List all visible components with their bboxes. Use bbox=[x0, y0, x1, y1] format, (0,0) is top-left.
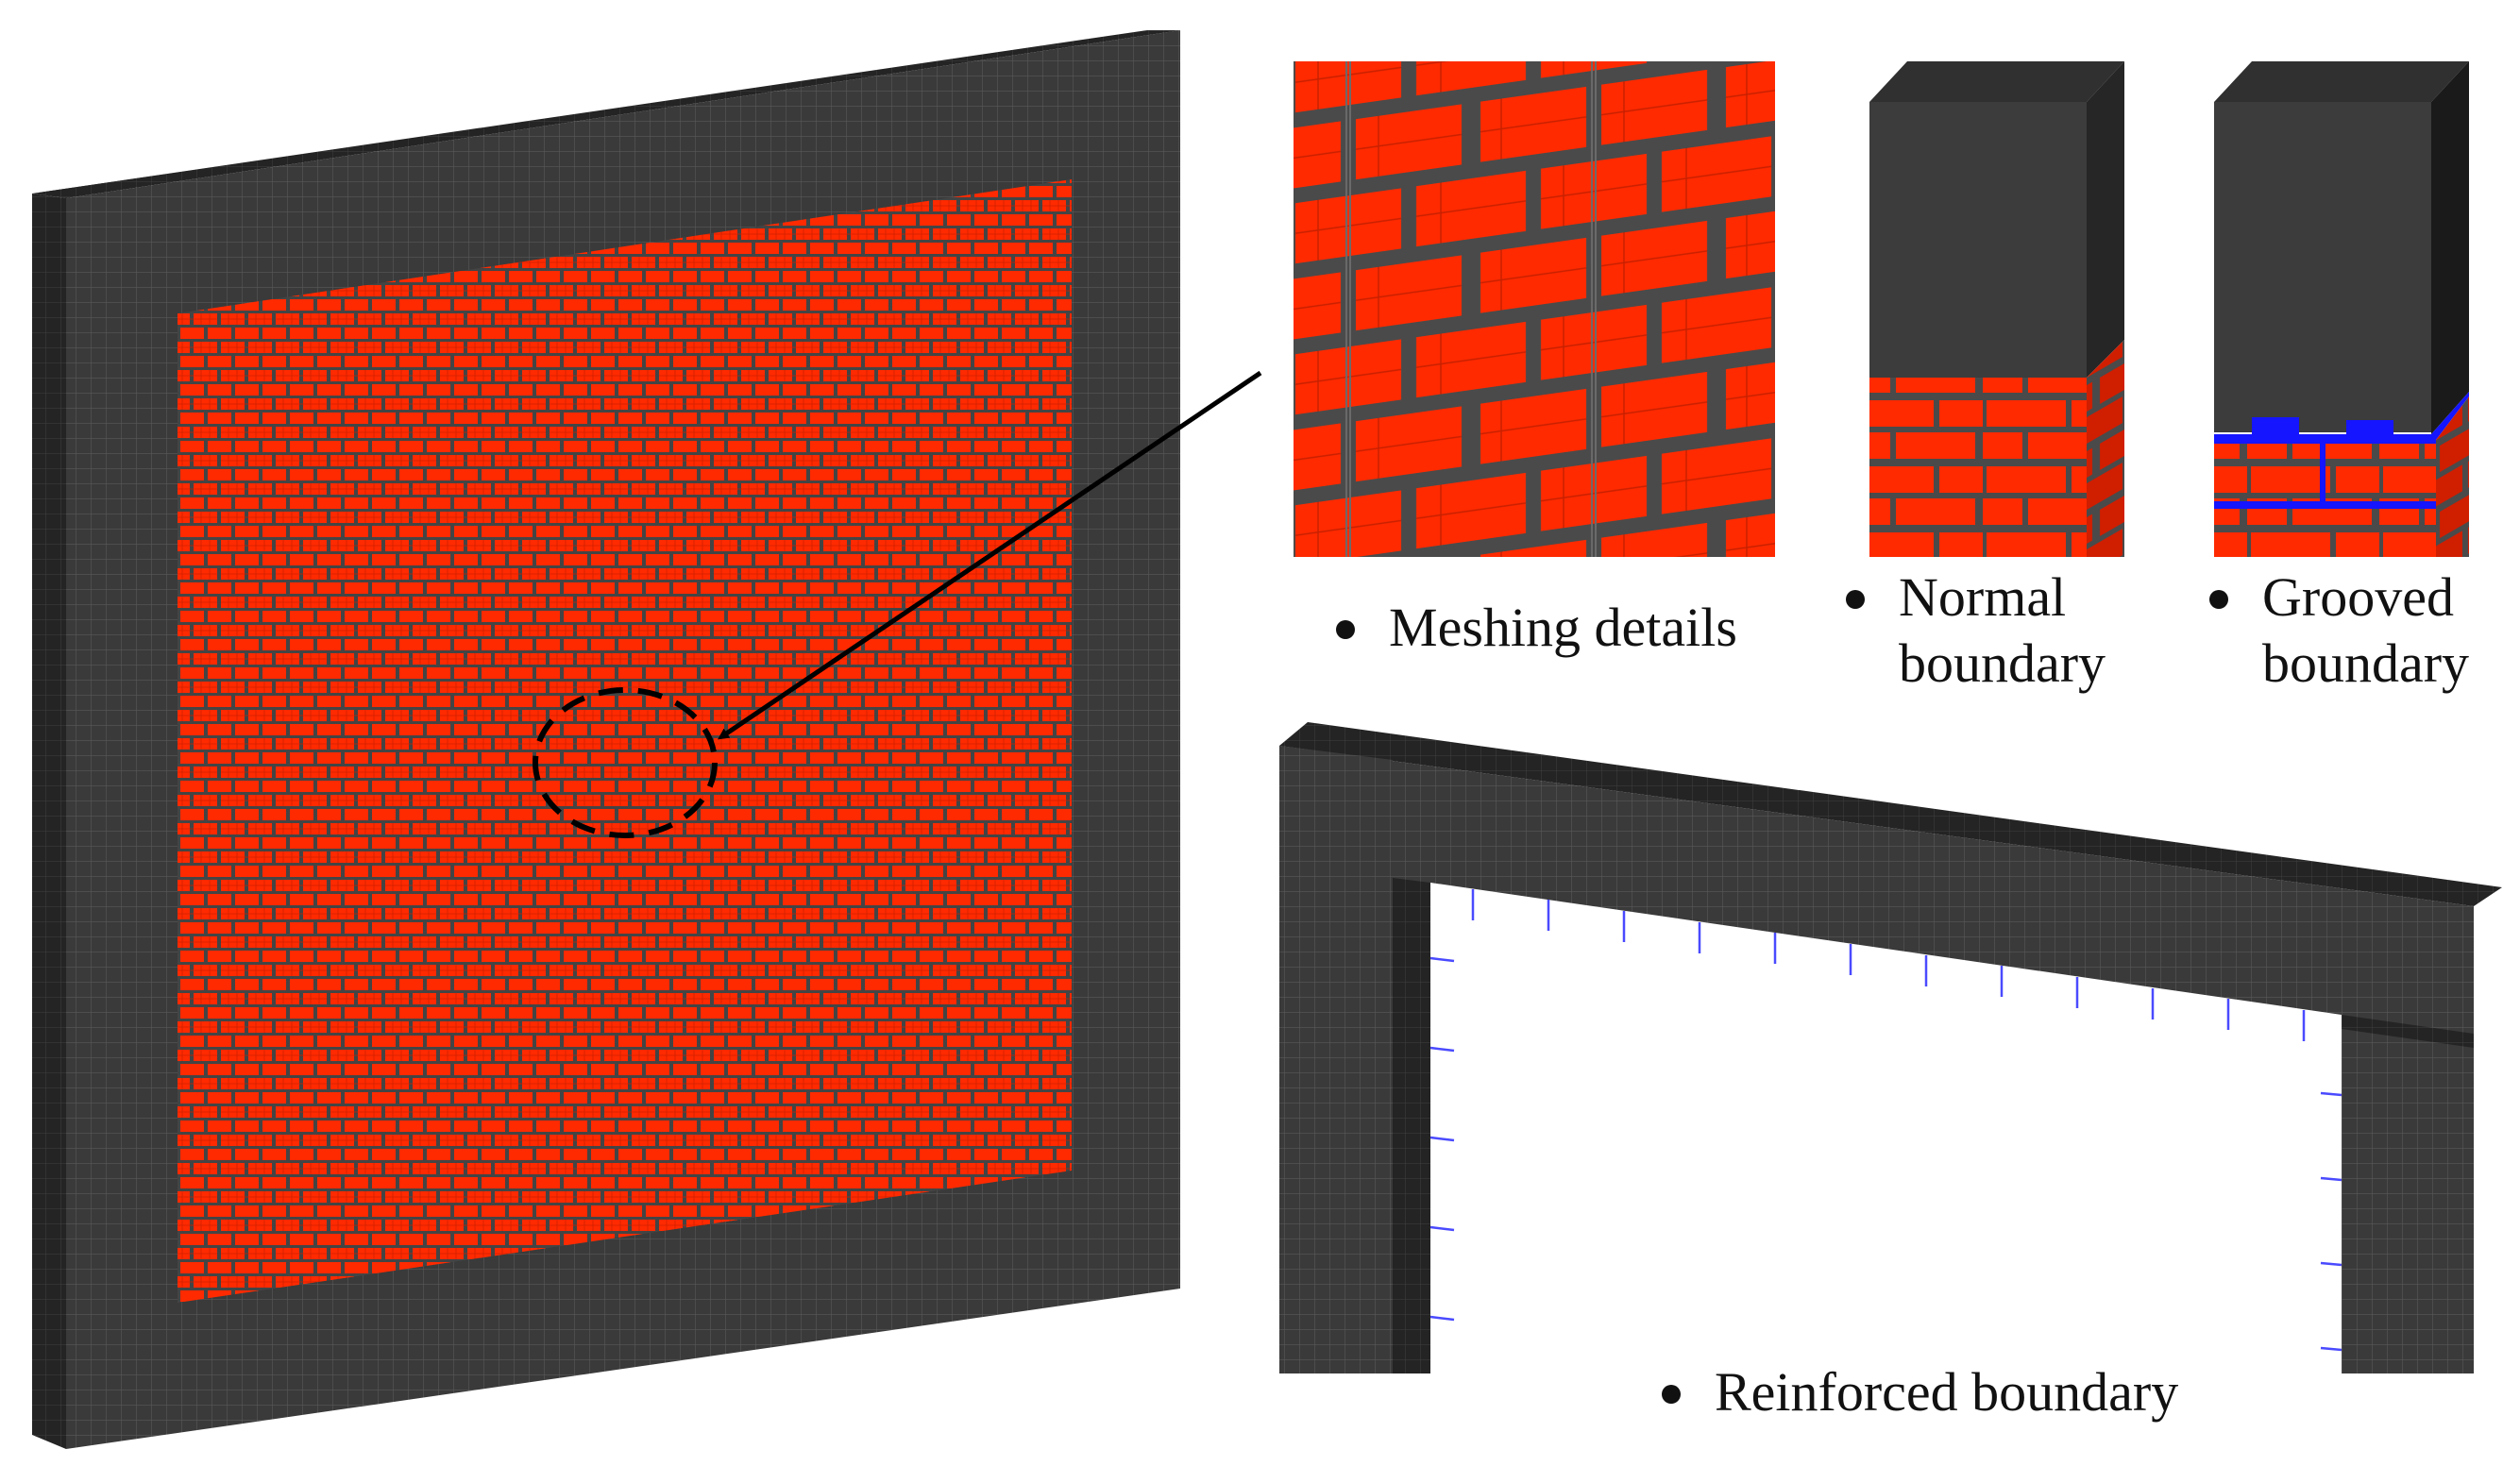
arrow-icon bbox=[718, 370, 1262, 740]
bullet-dot-icon bbox=[1846, 589, 1865, 609]
bullet-dot-icon bbox=[2209, 589, 2228, 609]
bullet-dot-icon bbox=[1662, 1384, 1681, 1404]
caption-meshing-details: Meshing details bbox=[1336, 595, 1737, 661]
reinforced-boundary-panel bbox=[1279, 722, 2502, 1373]
grooved-boundary-panel bbox=[2214, 61, 2469, 557]
bullet-dot-icon bbox=[1336, 619, 1355, 639]
normal-boundary-panel bbox=[1869, 61, 2124, 557]
zoom-circle-icon bbox=[533, 687, 718, 838]
meshing-details-panel bbox=[1294, 61, 1775, 557]
brick-infill bbox=[178, 179, 1072, 1303]
infilled-frame-model bbox=[32, 30, 1180, 1449]
rebar-connectors bbox=[1429, 889, 2342, 1352]
caption-reinforced-boundary: Reinforced boundary bbox=[1662, 1359, 2178, 1425]
